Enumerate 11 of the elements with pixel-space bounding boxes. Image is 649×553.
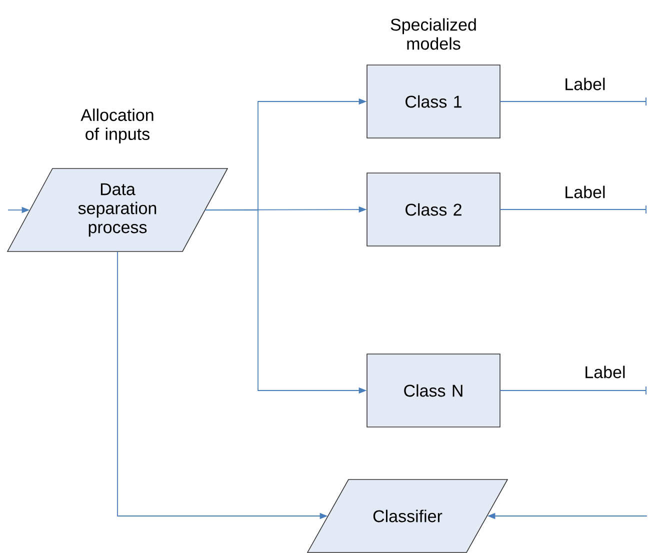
arrow bbox=[500, 386, 646, 395]
arrow bbox=[500, 205, 646, 214]
process-box: Class 1 bbox=[366, 64, 500, 138]
process-box: Class 2 bbox=[366, 172, 500, 246]
edge-label: Label bbox=[563, 76, 607, 92]
arrow bbox=[500, 97, 646, 106]
caption-text: Allocation of inputs bbox=[80, 108, 154, 144]
process-box: Class N bbox=[366, 354, 500, 428]
edge-label: Label bbox=[563, 184, 607, 200]
edge-label: Label bbox=[583, 364, 627, 380]
caption-text: Specialized models bbox=[390, 18, 476, 50]
